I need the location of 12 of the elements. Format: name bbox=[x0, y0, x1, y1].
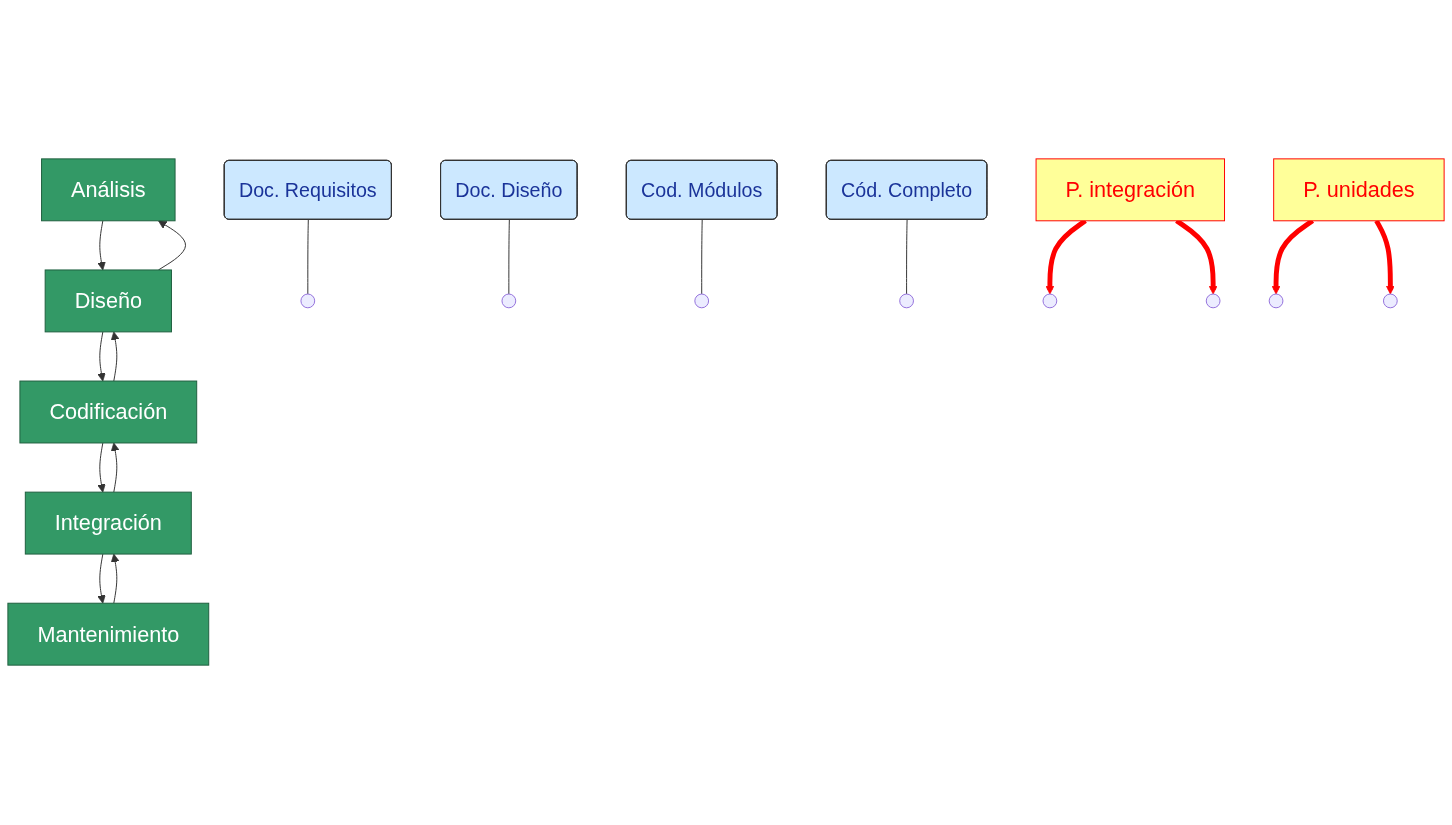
connector bbox=[906, 219, 908, 295]
node-box: Diseño bbox=[44, 269, 172, 333]
connector bbox=[307, 219, 309, 295]
node-box: Codificación bbox=[19, 381, 198, 444]
node-box: Análisis bbox=[41, 158, 176, 222]
connector bbox=[701, 219, 703, 295]
connector bbox=[508, 219, 510, 295]
node-box: Integración bbox=[24, 492, 192, 556]
node-box: Mantenimiento bbox=[7, 603, 210, 667]
node-box: P. unidades bbox=[1273, 158, 1445, 222]
arrow bbox=[1374, 220, 1395, 295]
node-box: P. integración bbox=[1035, 158, 1225, 222]
